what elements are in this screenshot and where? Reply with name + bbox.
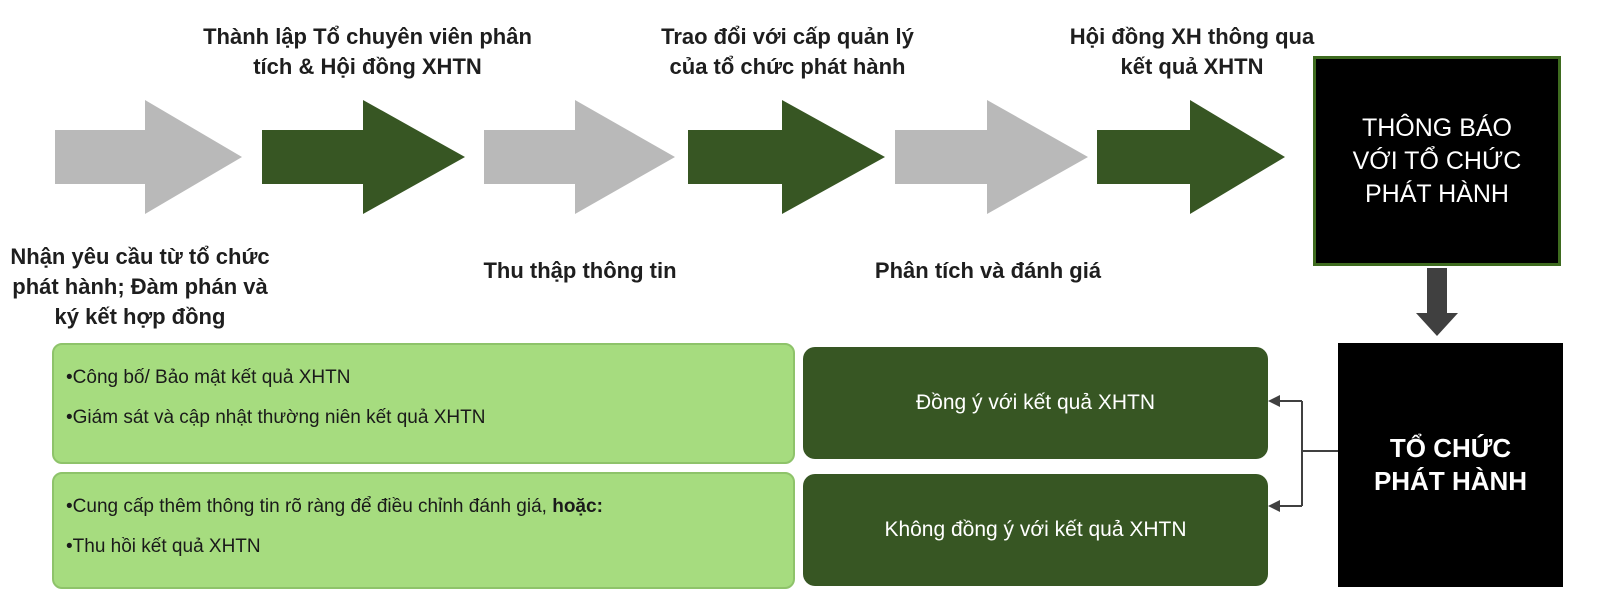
step-5-label: Phân tích và đánh giá <box>874 258 1102 283</box>
bullet: • <box>66 367 73 388</box>
agree-action-1: •Công bố/ Bảo mật kết quả XHTN <box>66 365 793 405</box>
step-3-label: Thu thập thông tin <box>483 258 677 283</box>
bullet: • <box>66 407 73 428</box>
step-6-arrow <box>1097 100 1285 214</box>
decision-agree-label: Đồng ý với kết quả XHTN <box>915 391 1156 414</box>
issuer-line-1: TỔ CHỨC <box>1389 433 1512 463</box>
decision-disagree-label: Không đồng ý với kết quả XHTN <box>884 518 1187 541</box>
step-2-arrow <box>262 100 465 214</box>
connector-arrowhead-agree <box>1268 395 1280 407</box>
notify-line-3: PHÁT HÀNH <box>1364 179 1509 208</box>
step-3-arrow <box>484 100 675 214</box>
decision-connector <box>1275 400 1338 507</box>
disagree-action-2-text: Thu hồi kết quả XHTN <box>72 536 261 557</box>
disagree-action-1-bold: hoặc: <box>552 496 603 517</box>
issuer-line-2: PHÁT HÀNH <box>1373 466 1528 496</box>
notify-issuer-box: THÔNG BÁO VỚI TỔ CHỨC PHÁT HÀNH <box>1313 56 1561 266</box>
step-5-arrow <box>895 100 1088 214</box>
connector-arrowhead-disagree <box>1268 500 1280 512</box>
agree-action-1-text: Công bố/ Bảo mật kết quả XHTN <box>72 367 351 388</box>
agree-action-2: •Giám sát và cập nhật thường niên kết qu… <box>66 405 793 445</box>
down-arrow <box>1416 268 1458 336</box>
step-4-arrow <box>688 100 885 214</box>
bullet: • <box>66 536 73 557</box>
notify-line-1: THÔNG BÁO <box>1361 113 1512 142</box>
step-4-label: Trao đổi với cấp quản lý của tổ chức phá… <box>661 24 914 79</box>
step-1-arrow <box>55 100 242 214</box>
agree-action-2-text: Giám sát và cập nhật thường niên kết quả… <box>72 407 486 428</box>
notify-line-2: VỚI TỔ CHỨC <box>1352 146 1522 175</box>
disagree-action-1-text: Cung cấp thêm thông tin rõ ràng để điều … <box>72 496 553 517</box>
decision-agree-box: Đồng ý với kết quả XHTN <box>803 347 1268 459</box>
step-2-label: Thành lập Tổ chuyên viên phân tích & Hội… <box>203 24 532 79</box>
agree-actions-box: •Công bố/ Bảo mật kết quả XHTN •Giám sát… <box>52 343 795 464</box>
disagree-action-2: •Thu hồi kết quả XHTN <box>66 534 793 574</box>
disagree-actions-box: •Cung cấp thêm thông tin rõ ràng để điều… <box>52 472 795 589</box>
step-1-label: Nhận yêu cầu từ tổ chức phát hành; Đàm p… <box>10 244 270 329</box>
bullet: • <box>66 496 73 517</box>
step-6-label: Hội đồng XH thông qua kết quả XHTN <box>1069 24 1315 79</box>
decision-disagree-box: Không đồng ý với kết quả XHTN <box>803 474 1268 586</box>
issuer-box: TỔ CHỨC PHÁT HÀNH <box>1338 343 1563 587</box>
disagree-action-1: •Cung cấp thêm thông tin rõ ràng để điều… <box>66 494 793 534</box>
